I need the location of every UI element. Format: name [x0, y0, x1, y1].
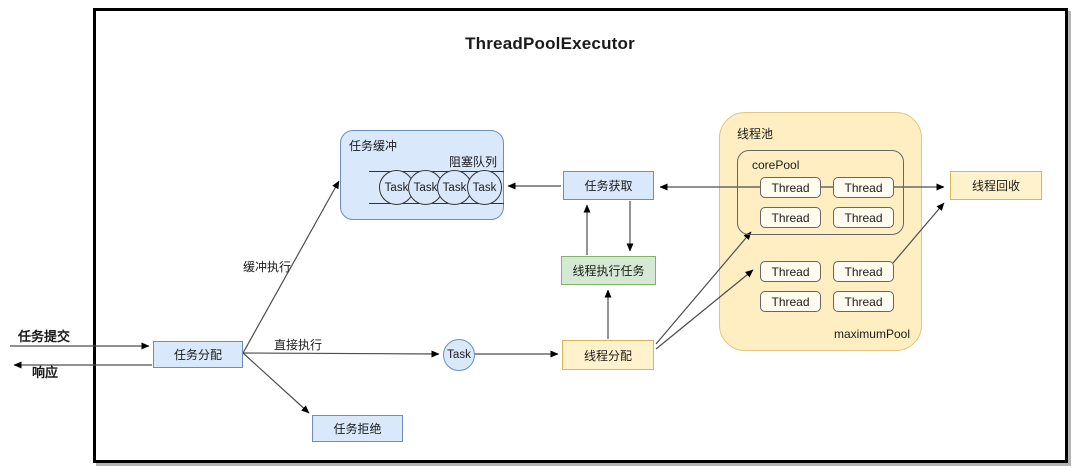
edge-dispatch-to-corepool: [655, 231, 752, 345]
response-label: 响应: [32, 365, 59, 380]
edge-dispatch-to-maxpool: [655, 269, 754, 350]
queue-bottom-line: [369, 203, 504, 204]
node-task-dispatch-label: 任务分配: [173, 348, 222, 362]
max-thread-1[interactable]: Thread: [833, 261, 894, 282]
node-thread-dispatch-label: 线程分配: [583, 348, 632, 363]
node-task-reject-label: 任务拒绝: [333, 422, 382, 436]
node-task-buffer[interactable]: 任务缓冲 阻塞队列 Task Task Task Task: [340, 130, 504, 220]
node-thread-recycle-label: 线程回收: [971, 179, 1020, 193]
node-task-fetch[interactable]: 任务获取: [563, 171, 654, 200]
queue-task-3: Task: [467, 170, 502, 205]
task-circle-label: Task: [447, 349, 471, 361]
queue-task-2-label: Task: [442, 181, 467, 194]
queue-task-1-label: Task: [413, 181, 438, 194]
core-pool-label: corePool: [752, 158, 800, 172]
core-thread-2[interactable]: Thread: [760, 207, 821, 228]
edge-maxthread-to-recycle: [892, 202, 945, 264]
node-task-fetch-label: 任务获取: [584, 179, 633, 193]
max-thread-1-label: Thread: [844, 264, 883, 279]
node-task-reject[interactable]: 任务拒绝: [312, 415, 403, 442]
maximum-pool-label: maximumPool: [833, 327, 910, 341]
core-thread-0-label: Thread: [771, 180, 810, 195]
edge-direct-exec: [242, 350, 440, 358]
node-thread-exec-label: 线程执行任务: [572, 264, 645, 278]
core-thread-3[interactable]: Thread: [833, 207, 894, 228]
queue-task-3-label: Task: [472, 181, 497, 194]
thread-pool-label: 线程池: [737, 127, 774, 141]
queue-task-2: Task: [437, 170, 472, 205]
max-thread-2-label: Thread: [771, 294, 810, 309]
edge-task-reject: [242, 352, 310, 414]
core-thread-1-label: Thread: [844, 180, 883, 195]
queue-task-0-label: Task: [384, 181, 409, 194]
core-pool-group: corePool: [737, 150, 904, 235]
node-thread-exec[interactable]: 线程执行任务: [561, 256, 656, 285]
buffered-exec-label: 缓冲执行: [243, 260, 292, 274]
task-buffer-label: 任务缓冲: [349, 139, 398, 153]
core-thread-1[interactable]: Thread: [833, 177, 894, 198]
edge-buffered-exec: [242, 180, 340, 354]
diagram-title: ThreadPoolExecutor: [465, 34, 635, 53]
queue-top-line: [369, 171, 504, 172]
node-task-circle[interactable]: Task: [443, 339, 475, 371]
max-thread-0-label: Thread: [771, 264, 810, 279]
node-thread-dispatch[interactable]: 线程分配: [562, 340, 654, 370]
blocking-queue-label: 阻塞队列: [448, 155, 497, 169]
max-thread-3[interactable]: Thread: [833, 291, 894, 312]
core-thread-2-label: Thread: [771, 210, 810, 225]
direct-exec-label: 直接执行: [274, 338, 323, 352]
node-task-dispatch[interactable]: 任务分配: [153, 341, 243, 368]
max-thread-0[interactable]: Thread: [760, 261, 821, 282]
node-thread-recycle[interactable]: 线程回收: [950, 171, 1042, 200]
max-thread-2[interactable]: Thread: [760, 291, 821, 312]
task-submit-label: 任务提交: [18, 329, 71, 344]
max-thread-3-label: Thread: [844, 294, 883, 309]
core-thread-0[interactable]: Thread: [760, 177, 821, 198]
core-thread-3-label: Thread: [844, 210, 883, 225]
